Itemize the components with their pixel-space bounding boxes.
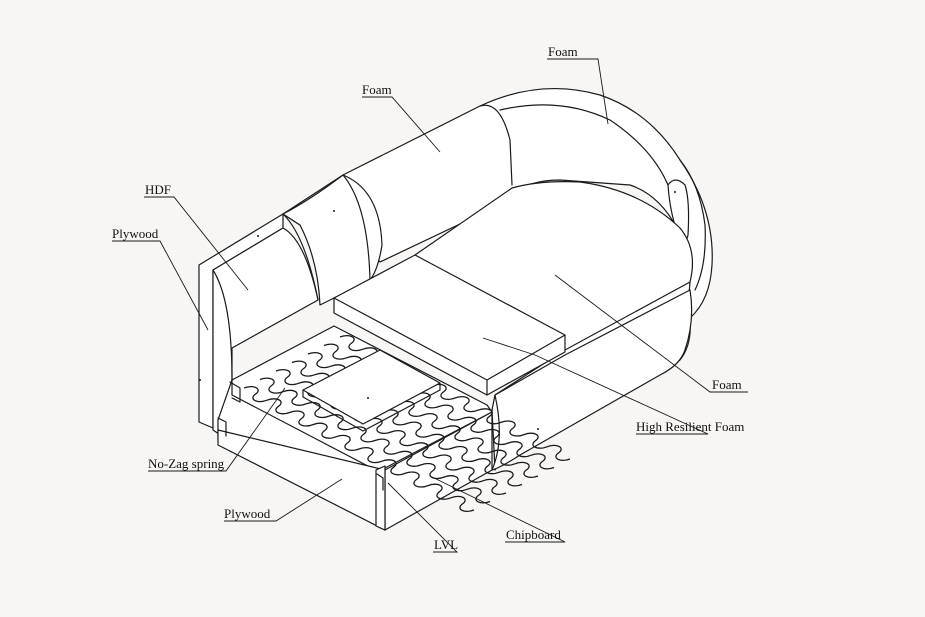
leader-lines	[112, 58, 748, 553]
hdf-dot	[257, 235, 259, 237]
backrest-inner-curve	[479, 104, 513, 186]
spring-row	[259, 377, 491, 504]
frame-inner-rail	[231, 379, 386, 476]
pad-dot	[367, 397, 369, 399]
label-chipboard: Chipboard	[506, 527, 561, 542]
back-roll-cap	[342, 174, 371, 281]
high-resilient-foam-block	[333, 254, 566, 396]
label-no-zag-spring: No-Zag spring	[148, 456, 225, 471]
label-high-resilient-foam: High Resilient Foam	[636, 419, 744, 434]
label-foam-right: Foam	[712, 377, 742, 392]
label-lvl: LVL	[434, 537, 458, 552]
back-roll-front	[282, 174, 383, 306]
spring-row	[243, 385, 475, 513]
plywood-dot	[199, 379, 201, 381]
label-plywood-bottom: Plywood	[224, 506, 271, 521]
back-roll-dot	[333, 210, 335, 212]
label-foam-top: Foam	[362, 82, 392, 97]
label-hdf: HDF	[145, 182, 171, 197]
arm-block-side	[491, 289, 693, 471]
lvl-strip	[375, 465, 386, 531]
backrest-top-rim	[499, 104, 671, 191]
seat-foam-front-face	[564, 281, 691, 351]
lvl-bracket	[376, 473, 384, 491]
corner-bracket	[229, 381, 241, 403]
center-seat-pad-side	[302, 382, 441, 432]
arm-dot	[537, 428, 539, 430]
armrest-outer-roll	[679, 159, 706, 291]
label-plywood-side: Plywood	[112, 226, 159, 241]
corner-bracket-2	[217, 417, 227, 437]
armrest-end-dot	[674, 191, 676, 193]
hdf-panel-curve	[212, 269, 233, 381]
label-foam-top-right: Foam	[548, 44, 578, 59]
